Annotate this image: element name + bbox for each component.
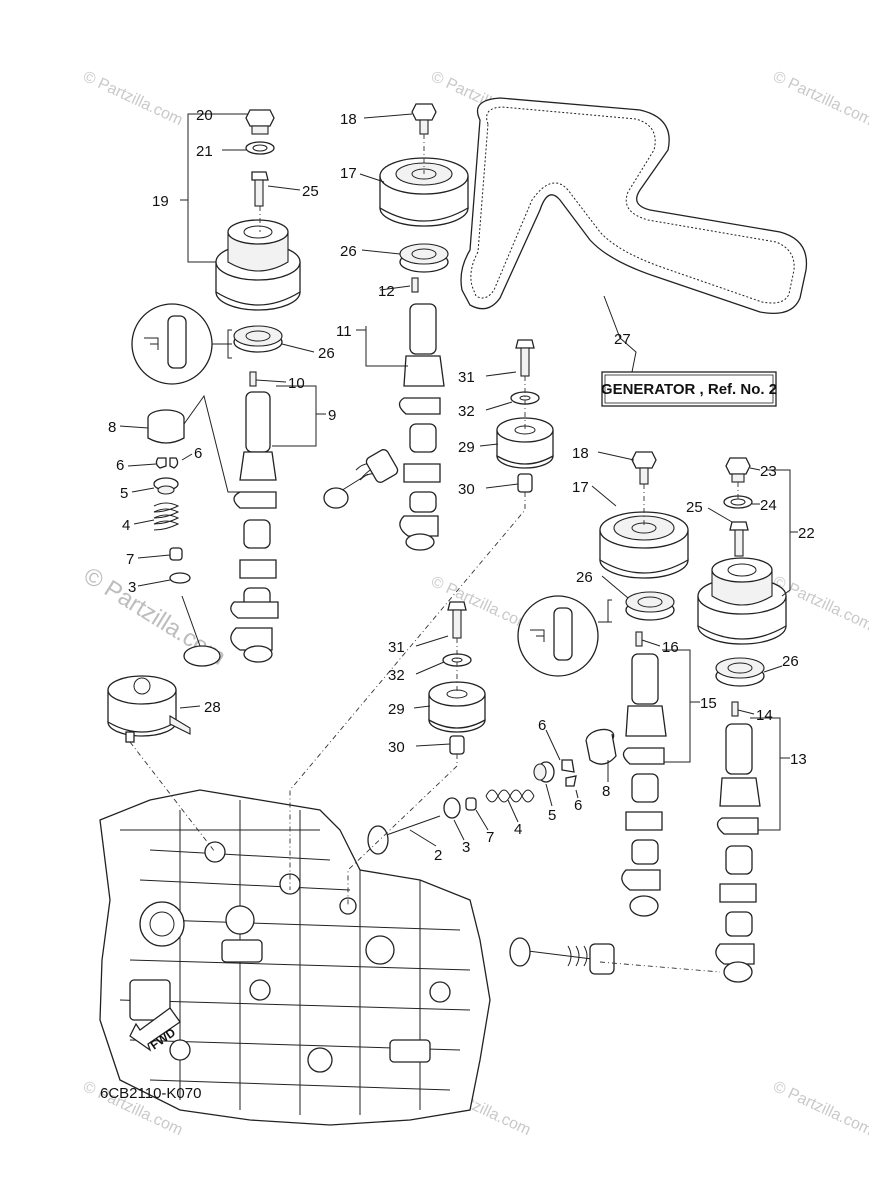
- callout-20: 20: [196, 107, 213, 124]
- callout-32: 32: [458, 403, 475, 420]
- callout-26: 26: [576, 569, 593, 586]
- callout-31: 31: [388, 639, 405, 656]
- callout-16: 16: [662, 639, 679, 656]
- callout-6: 6: [574, 797, 582, 814]
- callout-2: 2: [434, 847, 442, 864]
- right-vct-sprocket: [697, 457, 787, 687]
- reference-lines: [129, 134, 739, 973]
- fwd-arrow: FWD: [129, 1007, 181, 1052]
- callout-7: 7: [126, 551, 134, 568]
- callout-26: 26: [782, 653, 799, 670]
- callout-8: 8: [602, 783, 610, 800]
- callout-18: 18: [340, 111, 357, 128]
- callout-13: 13: [790, 751, 807, 768]
- left-sprocket-assembly: [215, 109, 301, 353]
- callout-5: 5: [120, 485, 128, 502]
- grease-detail-left: [131, 303, 232, 385]
- watermark-text: © Partzilla.com: [80, 68, 185, 129]
- callout-24: 24: [760, 497, 777, 514]
- callout-10: 10: [288, 375, 305, 392]
- callout-32: 32: [388, 667, 405, 684]
- leader-lines: [119, 113, 798, 847]
- right-valve-train: [367, 728, 617, 855]
- watermark-text: © Partzilla.com: [428, 573, 533, 634]
- callout-4: 4: [514, 821, 522, 838]
- callout-25: 25: [686, 499, 703, 516]
- callout-7: 7: [486, 829, 494, 846]
- callout-30: 30: [458, 481, 475, 498]
- callout-4: 4: [122, 517, 130, 534]
- callout-11: 11: [336, 323, 352, 340]
- callout-17: 17: [340, 165, 357, 182]
- callout-31: 31: [458, 369, 475, 386]
- callout-labels: 20 21 25 19 26 10 9 8 6 6 5 4 7 3 18 17 …: [108, 107, 815, 864]
- generator-reference-text: GENERATOR , Ref. No. 2: [601, 381, 777, 398]
- callout-18: 18: [572, 445, 589, 462]
- right-sprocket-assembly: [599, 451, 689, 621]
- tensioner-upper: [496, 339, 554, 493]
- generator-reference-box: GENERATOR , Ref. No. 2: [601, 371, 777, 407]
- callout-3: 3: [128, 579, 136, 596]
- callout-6: 6: [116, 457, 124, 474]
- watermark-text: © Partzilla.com: [770, 68, 869, 129]
- engine-block: [99, 789, 491, 1126]
- right-camshaft-13: [509, 701, 761, 983]
- callout-8: 8: [108, 419, 116, 436]
- callout-14: 14: [756, 707, 773, 724]
- callout-17: 17: [572, 479, 589, 496]
- callout-6: 6: [194, 445, 202, 462]
- left-valve-train: [147, 409, 221, 667]
- callout-21: 21: [196, 143, 213, 160]
- middle-sprocket-assembly: [323, 103, 469, 551]
- watermark-text: © Partzilla.com: [770, 1078, 869, 1139]
- callout-5: 5: [548, 807, 556, 824]
- timing-belt: [460, 97, 808, 315]
- callout-19: 19: [152, 193, 169, 210]
- callout-26: 26: [318, 345, 335, 362]
- callout-12: 12: [378, 283, 395, 300]
- callout-29: 29: [388, 701, 405, 718]
- callout-30: 30: [388, 739, 405, 756]
- callout-9: 9: [328, 407, 336, 424]
- callout-3: 3: [462, 839, 470, 856]
- callout-25: 25: [302, 183, 319, 200]
- callout-22: 22: [798, 525, 815, 542]
- callout-6: 6: [538, 717, 546, 734]
- callout-27: 27: [614, 331, 631, 348]
- callout-15: 15: [700, 695, 717, 712]
- tensioner-lower: [428, 601, 486, 755]
- right-camshaft-15: [621, 631, 667, 917]
- left-camshaft: [230, 371, 279, 663]
- callout-28: 28: [204, 699, 221, 716]
- callout-23: 23: [760, 463, 777, 480]
- diagram-code: 6CB2110-K070: [100, 1085, 201, 1102]
- tensioner-28: [107, 675, 191, 743]
- callout-26: 26: [340, 243, 357, 260]
- callout-29: 29: [458, 439, 475, 456]
- grease-detail-right: [517, 595, 612, 677]
